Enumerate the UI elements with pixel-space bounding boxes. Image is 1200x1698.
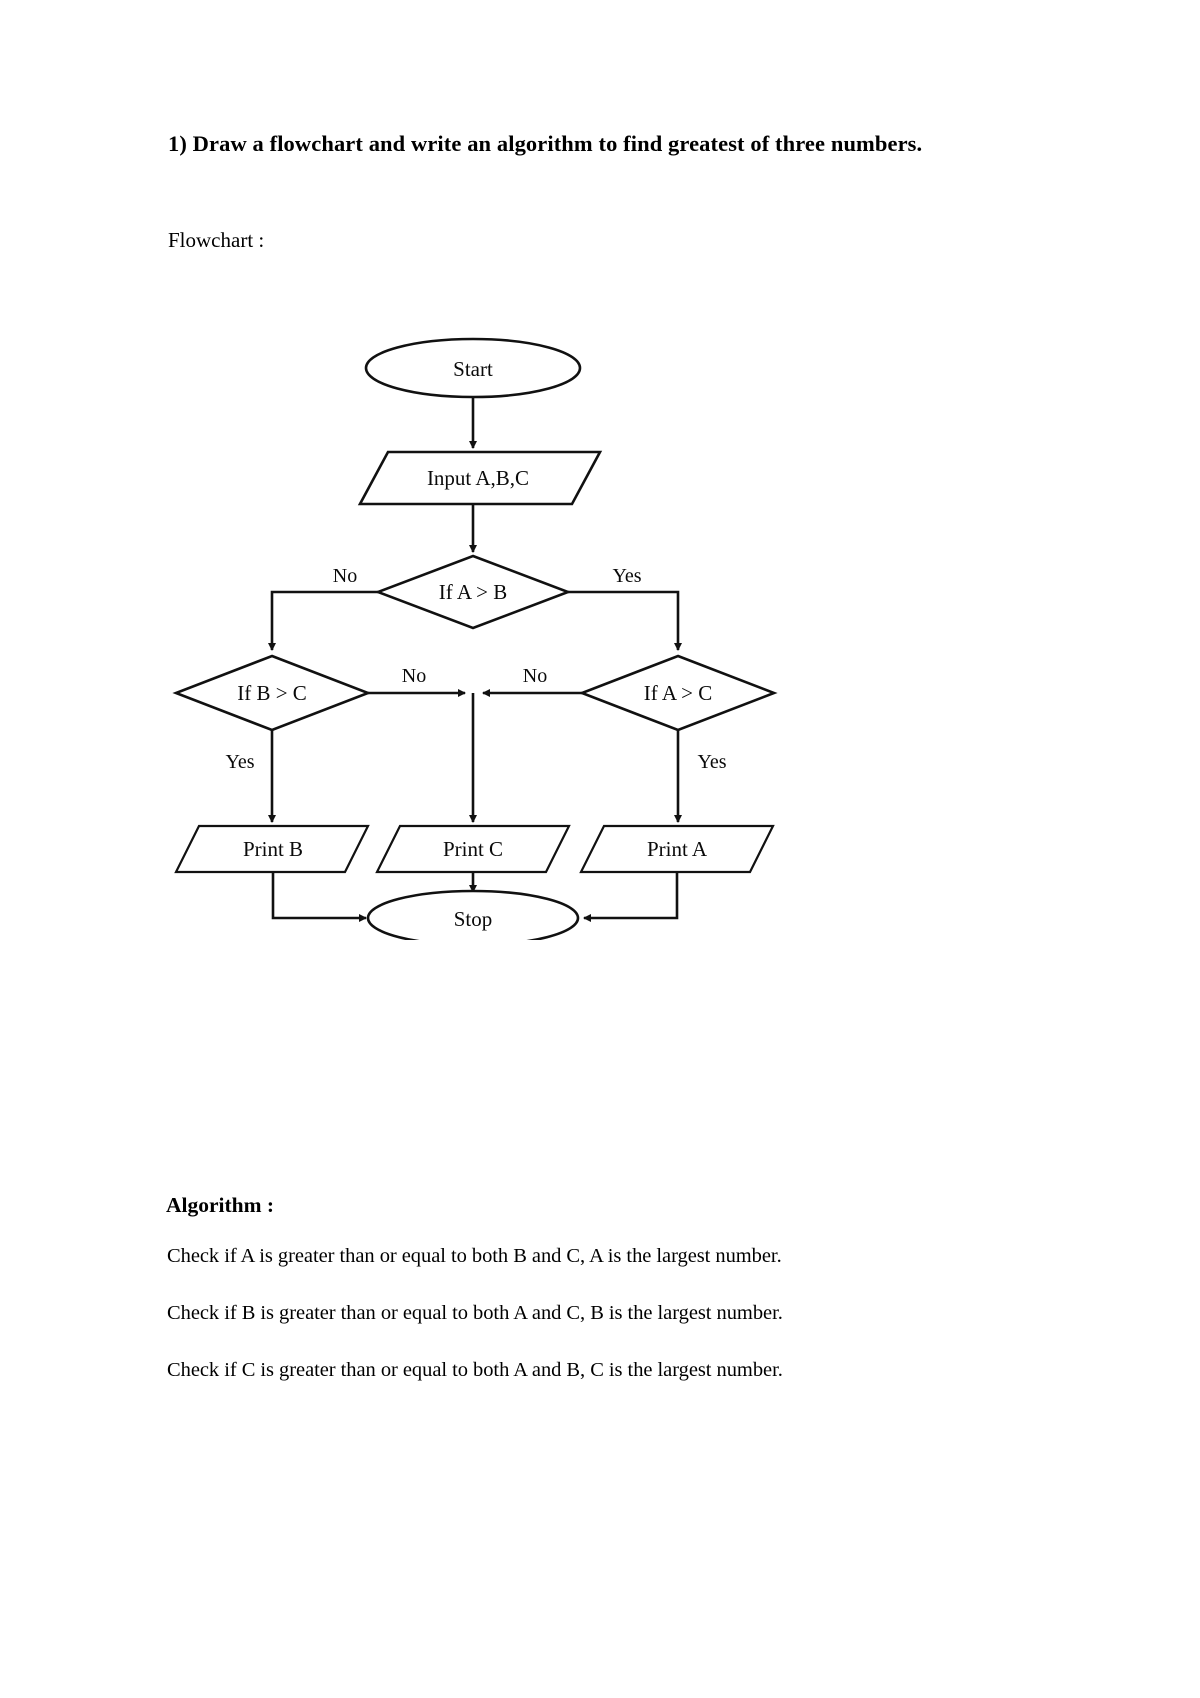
node-print-c: Print C	[375, 824, 571, 874]
node-if-a-gt-b-label: If A > B	[439, 580, 507, 604]
node-input-label: Input A,B,C	[427, 466, 529, 490]
edge-a-gt-b-no	[268, 590, 378, 651]
flowchart-diagram: Start Input A,B,C If A > B No Yes	[160, 320, 840, 940]
node-print-c-label: Print C	[443, 837, 503, 861]
node-if-b-gt-c: If B > C	[172, 654, 372, 732]
edge-label-a-gt-c-yes: Yes	[697, 751, 726, 773]
node-if-a-gt-c-label: If A > C	[644, 681, 712, 705]
flowchart-heading: Flowchart :	[168, 228, 265, 252]
edge-label-a-gt-b-yes: Yes	[612, 565, 641, 587]
node-start-label: Start	[453, 357, 493, 381]
edge-print-a-to-stop	[583, 872, 679, 922]
node-start: Start	[364, 337, 582, 399]
node-if-a-gt-b: If A > B	[374, 554, 572, 630]
node-print-a: Print A	[579, 824, 775, 874]
edge-label-a-gt-b-no: No	[333, 565, 357, 587]
node-stop: Stop	[366, 889, 580, 940]
node-print-b-label: Print B	[243, 837, 303, 861]
node-input: Input A,B,C	[357, 450, 603, 506]
algorithm-step-1: Check if A is greater than or equal to b…	[167, 1245, 782, 1267]
edge-a-gt-b-yes	[568, 590, 682, 651]
node-print-a-label: Print A	[647, 837, 708, 861]
node-if-a-gt-c: If A > C	[578, 654, 778, 732]
node-stop-label: Stop	[454, 907, 493, 931]
node-print-b: Print B	[174, 824, 370, 874]
page-title: 1) Draw a flowchart and write an algorit…	[168, 131, 923, 156]
algorithm-step-2: Check if B is greater than or equal to b…	[167, 1302, 783, 1324]
edge-label-b-gt-c-no: No	[402, 665, 426, 687]
node-if-b-gt-c-label: If B > C	[237, 681, 307, 705]
edge-label-a-gt-c-no: No	[523, 665, 547, 687]
edge-label-b-gt-c-yes: Yes	[225, 751, 254, 773]
algorithm-step-3: Check if C is greater than or equal to b…	[167, 1359, 783, 1381]
edge-print-b-to-stop	[271, 872, 367, 922]
algorithm-heading: Algorithm :	[166, 1193, 275, 1217]
